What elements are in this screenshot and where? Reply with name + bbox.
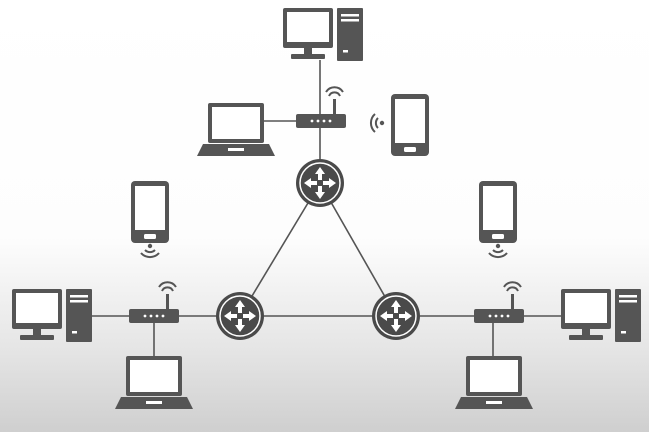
laptop-icon bbox=[115, 356, 193, 409]
link-router-top-router-right bbox=[319, 182, 397, 317]
smartphone-icon bbox=[131, 181, 169, 243]
laptop-icon bbox=[455, 356, 533, 409]
desktop-computer-icon bbox=[561, 289, 641, 342]
wireless-access-point-icon bbox=[473, 281, 525, 324]
smartphone-icon bbox=[479, 181, 517, 243]
link-router-top-router-left bbox=[239, 182, 321, 317]
laptop-icon bbox=[197, 103, 275, 156]
router-icon bbox=[371, 291, 421, 341]
router-icon bbox=[295, 158, 345, 208]
links bbox=[90, 60, 561, 356]
wifi-signal-icon bbox=[488, 242, 508, 259]
wireless-access-point-icon bbox=[128, 281, 180, 324]
desktop-computer-icon bbox=[283, 8, 363, 61]
router-icon bbox=[215, 291, 265, 341]
wifi-signal-icon bbox=[140, 242, 160, 259]
smartphone-icon bbox=[391, 94, 429, 156]
wireless-access-point-icon bbox=[295, 86, 347, 129]
wifi-signal-icon bbox=[369, 113, 386, 133]
desktop-computer-icon bbox=[12, 289, 92, 342]
